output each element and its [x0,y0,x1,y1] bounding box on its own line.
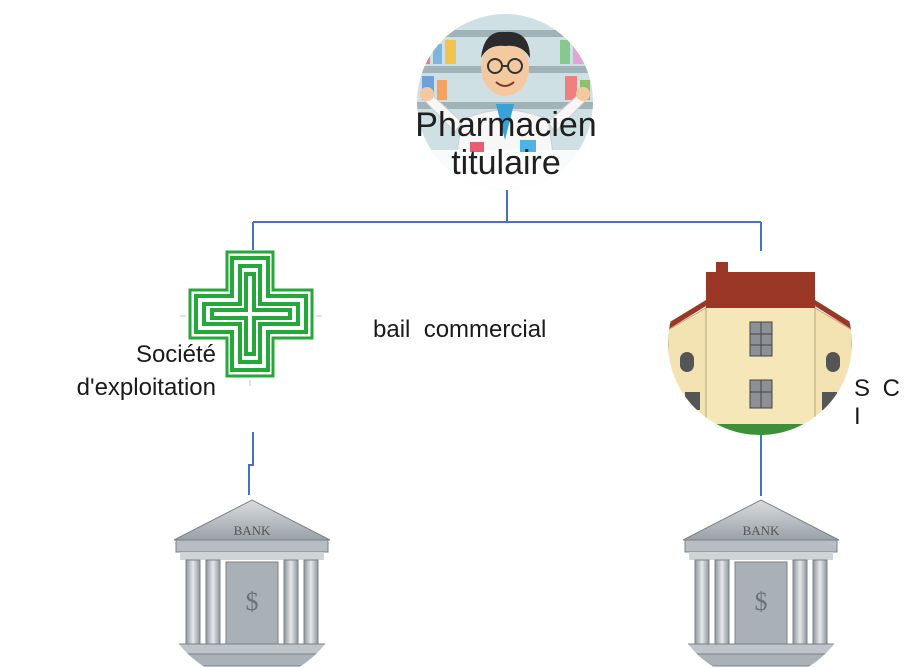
left-node-label: Société d'exploitation [6,338,216,404]
bank-icon-right [669,496,853,668]
building-icon [668,251,852,435]
top-node-label-line2: titulaire [451,144,561,182]
dollar-icon-right: $ [755,587,768,616]
right-node-label: S C I [854,375,904,430]
bank-icon-left [160,496,344,668]
top-node-label: Pharmacien titulaire [0,106,921,182]
pharmacy-cross-shading [180,315,322,386]
dollar-icon-left: $ [246,587,259,616]
bank-sign-left: BANK [234,523,271,538]
top-node-label-line1: Pharmacien [415,106,597,144]
relation-label: bail commercial [373,316,547,343]
pharmacy-cross-icon [188,250,314,378]
left-node-label-line1: Société [135,341,216,368]
bank-sign-right: BANK [743,523,780,538]
connectors [248,190,762,498]
left-node-label-line2: d'exploitation [76,374,216,401]
